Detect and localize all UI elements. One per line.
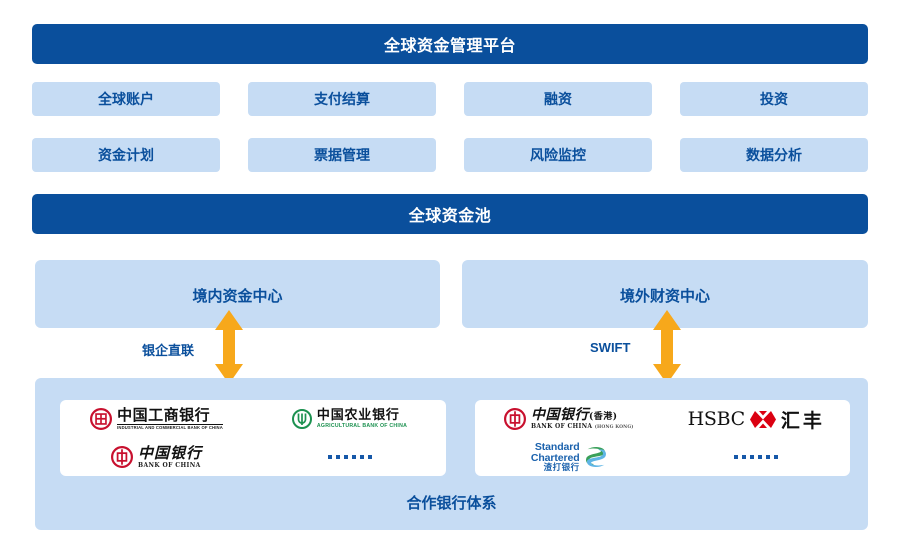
standard-chartered-logo-icon [585, 446, 606, 468]
bank-name-en: INDUSTRIAL AND COMMERCIAL BANK OF CHINA [117, 425, 223, 431]
double-arrow-icon [212, 310, 246, 384]
module-label: 票据管理 [314, 147, 370, 163]
hsbc-logo-icon [749, 410, 776, 428]
fund-pool-banner: 全球资金池 [32, 194, 868, 234]
module-label: 全球账户 [98, 91, 154, 107]
module-bill-management[interactable]: 票据管理 [248, 138, 436, 172]
module-investment[interactable]: 投资 [680, 82, 868, 116]
module-label: 支付结算 [314, 91, 370, 107]
partner-bank-system-container: 中国工商银行 INDUSTRIAL AND COMMERCIAL BANK OF… [35, 378, 868, 530]
boc-logo-icon [110, 446, 133, 468]
bank-name-zh: 汇丰 [780, 409, 825, 432]
module-label: 融资 [544, 91, 572, 107]
partner-bank-system-title: 合作银行体系 [406, 495, 497, 512]
bank-name-zh: 中国工商银行 [117, 407, 223, 425]
bank-logo-standard-chartered[interactable]: Standard Chartered 渣打银行 [531, 442, 607, 472]
bank-name-block: 中国农业银行 AGRICULTURAL BANK OF CHINA [317, 409, 407, 429]
module-fund-planning[interactable]: 资金计划 [32, 138, 220, 172]
bank-name-en-line1: Standard [534, 441, 580, 454]
module-data-analysis[interactable]: 数据分析 [680, 138, 868, 172]
bank-logo-boc-hong-kong[interactable]: 中国银行(香港) BANK OF CHINA (HONG KONG) [503, 408, 634, 431]
ellipsis-dots-icon [734, 455, 779, 459]
bank-card-offshore: 中国银行(香港) BANK OF CHINA (HONG KONG) HSBC … [475, 400, 850, 476]
bank-name-en: AGRICULTURAL BANK OF CHINA [316, 422, 408, 429]
hub-label: 境内资金中心 [192, 288, 283, 305]
bank-logo-icbc[interactable]: 中国工商银行 INDUSTRIAL AND COMMERCIAL BANK OF… [90, 407, 223, 431]
hub-label: 境外财资中心 [619, 288, 710, 305]
bank-name-zh: 渣打银行 [543, 462, 580, 473]
platform-banner: 全球资金管理平台 [32, 24, 868, 64]
bank-logo-boc[interactable]: 中国银行 BANK OF CHINA [110, 443, 202, 469]
bank-name-en: HSBC [687, 408, 746, 430]
bank-name-en: BANK OF CHINA (HONG KONG) [530, 422, 634, 430]
module-global-account[interactable]: 全球账户 [32, 82, 220, 116]
module-label: 风险监控 [530, 147, 586, 163]
connector-label-swift: SWIFT [590, 340, 631, 355]
bank-name-block: 中国银行(香港) BANK OF CHINA (HONG KONG) [531, 408, 634, 431]
bank-card-domestic: 中国工商银行 INDUSTRIAL AND COMMERCIAL BANK OF… [60, 400, 446, 476]
bank-name-block: 中国银行 BANK OF CHINA [137, 443, 202, 469]
boc-hk-logo-icon [503, 408, 526, 430]
connector-label-bank-enterprise-link: 银企直联 [142, 343, 195, 358]
module-label: 资金计划 [98, 147, 154, 163]
hub-domestic-fund-center[interactable]: 境内资金中心 [35, 260, 440, 328]
bank-name-block: 中国工商银行 INDUSTRIAL AND COMMERCIAL BANK OF… [117, 407, 223, 431]
more-banks-indicator [734, 455, 779, 459]
module-risk-monitoring[interactable]: 风险监控 [464, 138, 652, 172]
ellipsis-dots-icon [327, 455, 372, 459]
bank-name-zh: 中国银行(香港) [530, 406, 618, 423]
bank-name-zh: 中国农业银行 [316, 407, 400, 423]
module-payment-settlement[interactable]: 支付结算 [248, 82, 436, 116]
module-label: 数据分析 [746, 147, 802, 163]
module-financing[interactable]: 融资 [464, 82, 652, 116]
bank-name-zh: 中国银行 [137, 443, 202, 462]
abc-logo-icon [291, 408, 312, 429]
bank-name-en-line2: Chartered [530, 451, 580, 464]
bank-name-en: BANK OF CHINA [137, 461, 201, 469]
bank-name-block: Standard Chartered 渣打银行 [531, 442, 580, 472]
bank-logo-hsbc[interactable]: HSBC 汇丰 [688, 406, 825, 433]
bank-logo-abc[interactable]: 中国农业银行 AGRICULTURAL BANK OF CHINA [291, 408, 407, 429]
icbc-logo-icon [90, 407, 113, 430]
module-label: 投资 [760, 91, 788, 107]
more-banks-indicator [327, 455, 372, 459]
double-arrow-icon [650, 310, 684, 384]
